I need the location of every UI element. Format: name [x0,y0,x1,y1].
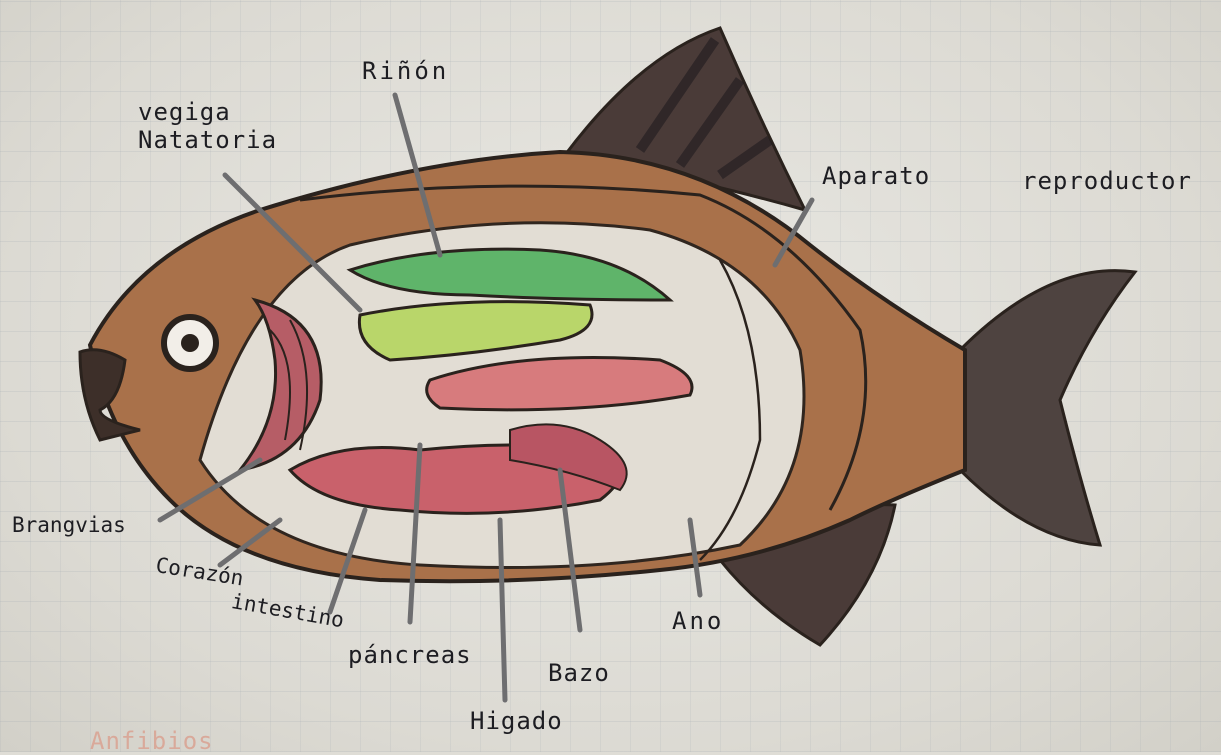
label-branquias: Brangvias [12,512,126,538]
label-reproductor: reproductor [1022,168,1192,194]
label-vejiga-natatoria: vegiga Natatoria [138,98,277,154]
label-bazo: Bazo [548,660,610,686]
label-rinon: Riñón [362,58,449,84]
label-ano: Ano [672,608,724,634]
label-higado: Higado [470,708,563,734]
tail-fin [960,271,1135,545]
label-pancreas: páncreas [348,642,472,668]
label-aparato: Aparato [822,163,930,189]
cut-off-heading: Anfibios [90,728,214,754]
